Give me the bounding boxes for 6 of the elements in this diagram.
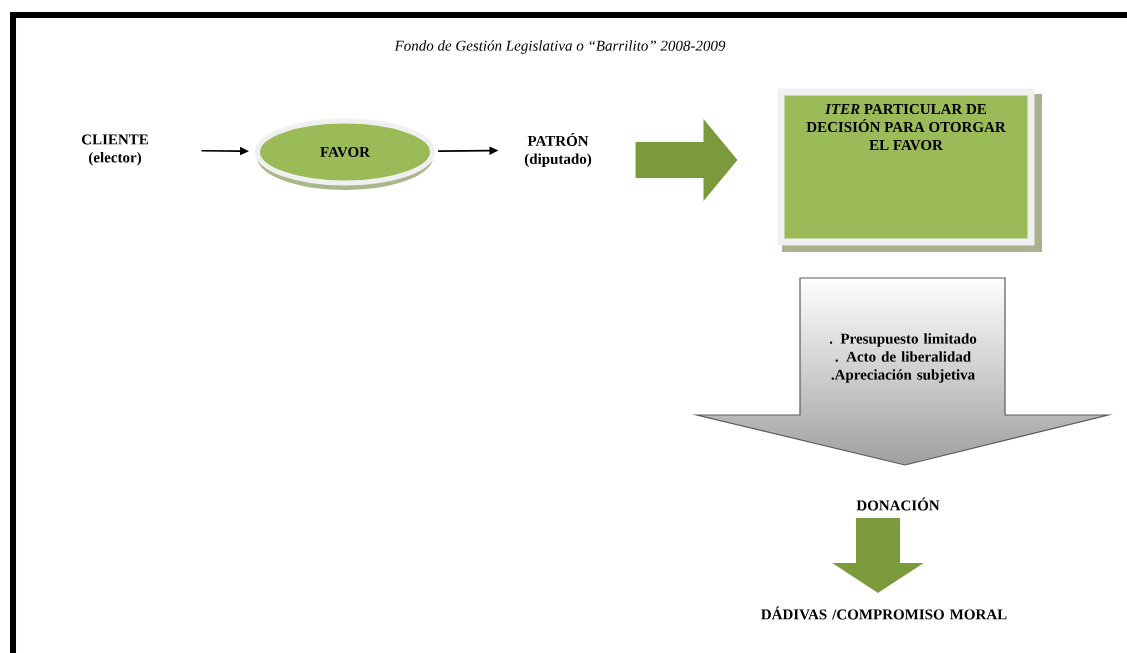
- label-text: DÁDIVAS /COMPROMISO MORAL: [761, 606, 1007, 620]
- label-text: DONACIÓN: [856, 497, 940, 511]
- label-text: CLIENTE (elector): [82, 134, 148, 166]
- label-text: PATRÓN (diputado): [524, 133, 592, 168]
- process-box: ITER PARTICULAR DE DECISIÓN PARA OTORGAR EL FAVOR: [777, 88, 1042, 252]
- title: Fondo de Gestión Legislativa o “Barrilito” 2008-2009: [394, 40, 726, 54]
